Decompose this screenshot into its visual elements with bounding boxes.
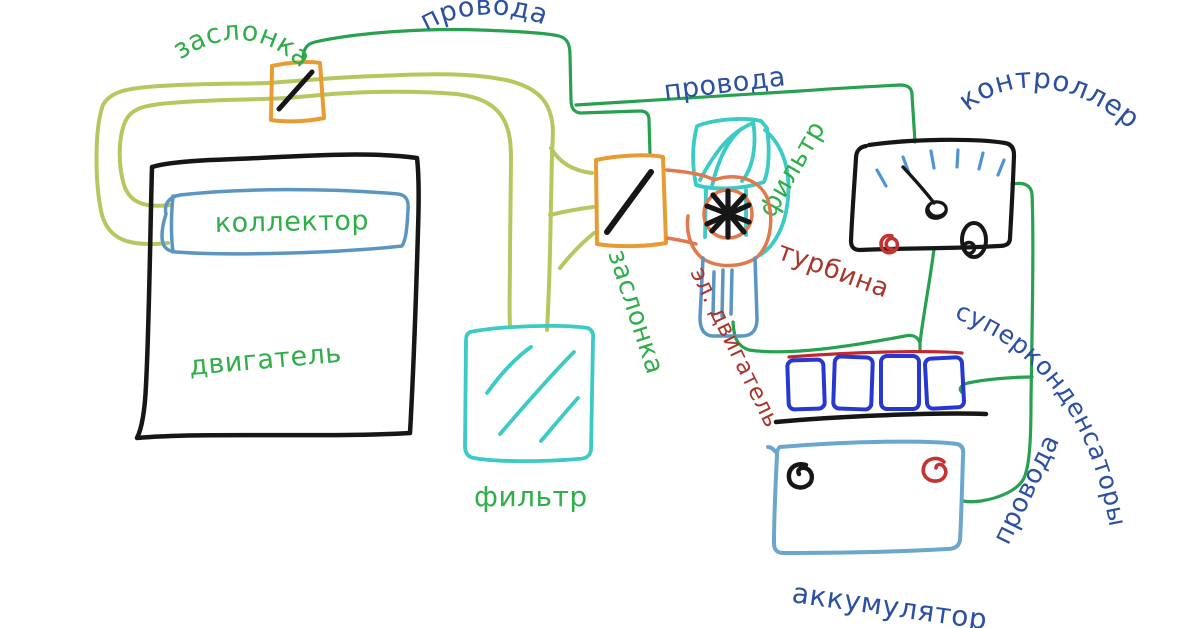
- valve-mid-plate: [604, 169, 654, 235]
- pipe-branch-valve-lower: [558, 231, 596, 270]
- filter-bottom-outline: [463, 324, 596, 464]
- wire-throttle-to-mid-valve: [301, 27, 652, 156]
- controller-knob-black: [960, 221, 988, 259]
- air-filter-swirl-1: [698, 121, 755, 182]
- air-filter-duct-right: [758, 128, 791, 257]
- supercap-bus-positive: [787, 350, 964, 359]
- supercap-cells: [785, 354, 966, 412]
- air-filter-box: [691, 117, 771, 191]
- valve-top-plate: [276, 69, 315, 112]
- throttle-valve-mid: заслонка: [594, 153, 670, 378]
- wires-right-label: провода: [987, 430, 1066, 549]
- battery-outline: [772, 439, 966, 555]
- electric-motor-label: эл. двигатель: [685, 263, 785, 432]
- collector-outline: [160, 187, 410, 256]
- controller-knob-black-inner: [961, 240, 977, 256]
- motor-winding-1: [711, 270, 716, 317]
- motor-winding-3: [729, 268, 734, 316]
- air-pipes: [94, 72, 596, 332]
- supercap-cell-4: [923, 355, 966, 411]
- battery-label: аккумулятор: [790, 576, 989, 628]
- motor-winding-2: [720, 268, 725, 318]
- battery: аккумулятор: [766, 439, 989, 628]
- supercapacitors: суперконденсаторы: [773, 296, 1132, 529]
- throttle-mid-label: заслонка: [601, 246, 669, 378]
- controller-knob-red: [879, 233, 900, 255]
- pipe-branch-valve-bottom: [548, 205, 595, 217]
- battery-terminal-negative: [786, 462, 814, 490]
- pipe-inner: [117, 89, 513, 329]
- supercap-cell-3: [879, 354, 921, 411]
- controller-label: контроллер: [952, 61, 1147, 135]
- throttle-valve-top: заслонка: [168, 15, 326, 124]
- engine-label: двигатель: [188, 338, 343, 382]
- collector-left-cap: [169, 194, 175, 254]
- turbine-fan-icon: [704, 188, 752, 240]
- supercap-bus-negative: [773, 411, 989, 425]
- gauge-needle-hub: [925, 200, 948, 220]
- engine: двигатель: [134, 152, 421, 441]
- filter-bottom-hatch-2: [498, 350, 576, 436]
- air-filter-swirl-3: [740, 119, 757, 183]
- wire-mid-to-controller: [574, 83, 917, 144]
- valve-top-box: [269, 60, 326, 124]
- pipe-branch-valve-top: [549, 146, 594, 175]
- filter-bottom-hatch-1: [485, 345, 533, 395]
- motor-outline: [698, 256, 759, 338]
- wires-mid-label: провода: [662, 61, 787, 107]
- filter-bottom: фильтр: [463, 324, 596, 513]
- wire-motor-to-supercaps: [731, 320, 922, 354]
- throttle-top-label: заслонка: [168, 15, 318, 74]
- gauge-ticks: [875, 148, 1006, 188]
- wire-controller-to-supercaps: [918, 247, 936, 345]
- controller-outline: [848, 137, 1017, 253]
- controller: контроллер: [848, 61, 1147, 259]
- filter-bottom-label: фильтр: [474, 480, 588, 513]
- pipe-outer: [94, 72, 555, 332]
- wires: [301, 27, 1035, 504]
- gauge-needle: [901, 165, 936, 205]
- collector-label: коллектор: [215, 205, 370, 239]
- wire-controller-to-battery: [961, 181, 1035, 504]
- engine-outline: [134, 152, 421, 441]
- supercap-cell-2: [831, 354, 875, 412]
- battery-corner-stroke: [766, 445, 779, 455]
- supercap-cell-1: [785, 357, 827, 412]
- turbine-duct-lower: [665, 236, 698, 246]
- battery-terminal-positive: [921, 456, 948, 483]
- collector: коллектор: [160, 187, 410, 256]
- filter-bottom-hatch-3: [539, 396, 580, 443]
- valve-mid-box: [594, 153, 668, 249]
- wire-branch-to-supercaps: [958, 375, 1034, 395]
- turbine-duct-upper: [665, 168, 716, 182]
- electric-motor: эл. двигатель: [685, 256, 785, 432]
- turbine-label: турбина: [774, 236, 894, 304]
